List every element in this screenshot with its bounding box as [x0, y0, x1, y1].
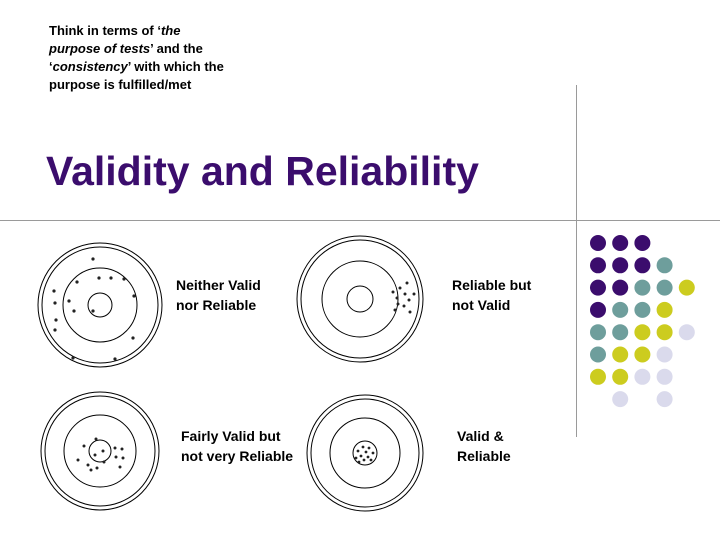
decor-dot-teal — [634, 279, 651, 296]
label-valid-and-reliable: Valid & Reliable — [457, 428, 511, 464]
decor-dot-yellow — [634, 346, 651, 363]
target-outer-ring — [37, 242, 163, 368]
decor-dot-teal — [590, 324, 606, 341]
decor-dot-yellow — [612, 346, 629, 363]
shots-neither — [52, 257, 136, 361]
decor-dot-purple — [612, 235, 629, 251]
decor-dot-lavender — [656, 346, 673, 363]
decor-dot-yellow — [612, 368, 629, 385]
target-bullseye — [87, 292, 113, 318]
note-text-2: ’ and the ‘ — [49, 41, 203, 74]
decor-dot-lavender — [634, 368, 651, 385]
label-neither-valid-nor-reliable: Neither Valid nor Reliable — [176, 277, 261, 313]
instruction-note: Think in terms of ‘the purpose of tests’… — [49, 22, 224, 94]
decor-dot-yellow — [656, 324, 673, 341]
shots-reliable-not-valid — [391, 281, 416, 314]
decor-dot-lavender — [656, 368, 673, 385]
decor-dot-lavender — [678, 324, 695, 341]
decor-dot-yellow — [590, 368, 606, 385]
target-outer-inner-ring — [310, 398, 420, 508]
note-emphasis-purpose: the purpose of tests — [49, 23, 181, 56]
target-middle-ring — [63, 414, 137, 488]
decor-dot-purple — [634, 235, 651, 251]
decor-dot-lavender — [612, 391, 629, 408]
target-outer-inner-ring — [300, 239, 420, 359]
target-bullseye — [88, 439, 112, 463]
decor-dot-yellow — [634, 324, 651, 341]
decor-dot-teal — [656, 279, 673, 296]
target-outer-inner-ring — [41, 246, 159, 364]
decor-dot-purple — [634, 257, 651, 274]
target-neither-valid-nor-reliable — [37, 242, 163, 368]
shots-valid-and-reliable — [354, 445, 375, 464]
page-title: Validity and Reliability — [46, 148, 479, 194]
target-outer-ring — [40, 391, 160, 511]
decor-dot-yellow — [678, 279, 695, 296]
label-fairly-valid: Fairly Valid but not very Reliable — [181, 428, 294, 464]
decorative-dot-grid — [590, 235, 695, 408]
decor-dot-yellow — [656, 301, 673, 318]
note-text-3: ’ with which the purpose is fulfilled/me… — [49, 59, 224, 92]
decor-dot-teal — [656, 257, 673, 274]
decor-dot-teal — [590, 346, 606, 363]
target-middle-ring — [321, 260, 399, 338]
target-middle-ring — [329, 417, 401, 489]
decor-dot-purple — [590, 301, 606, 318]
vertical-divider — [576, 85, 577, 437]
decor-dot-teal — [634, 301, 651, 318]
label-reliable-not-valid: Reliable but not Valid — [452, 277, 532, 313]
decor-dot-purple — [590, 235, 606, 251]
note-text-1: Think in terms of ‘ — [49, 23, 161, 38]
decor-dot-teal — [612, 301, 629, 318]
decor-dot-lavender — [656, 391, 673, 408]
decor-dot-teal — [612, 324, 629, 341]
decor-dot-purple — [612, 257, 629, 274]
target-outer-ring — [296, 235, 424, 363]
shots-fairly-valid — [76, 437, 125, 472]
target-bullseye — [352, 440, 378, 466]
target-outer-ring — [306, 394, 424, 512]
target-middle-ring — [62, 267, 138, 343]
decor-dot-purple — [590, 279, 606, 296]
decor-dot-purple — [612, 279, 629, 296]
target-bullseye — [346, 285, 374, 313]
target-reliable-not-valid — [296, 235, 424, 363]
note-emphasis-consistency: consistency — [52, 59, 128, 74]
target-fairly-valid — [40, 391, 160, 511]
target-valid-and-reliable — [306, 394, 424, 512]
target-outer-inner-ring — [44, 395, 156, 507]
decor-dot-purple — [590, 257, 606, 274]
horizontal-divider — [0, 220, 720, 221]
